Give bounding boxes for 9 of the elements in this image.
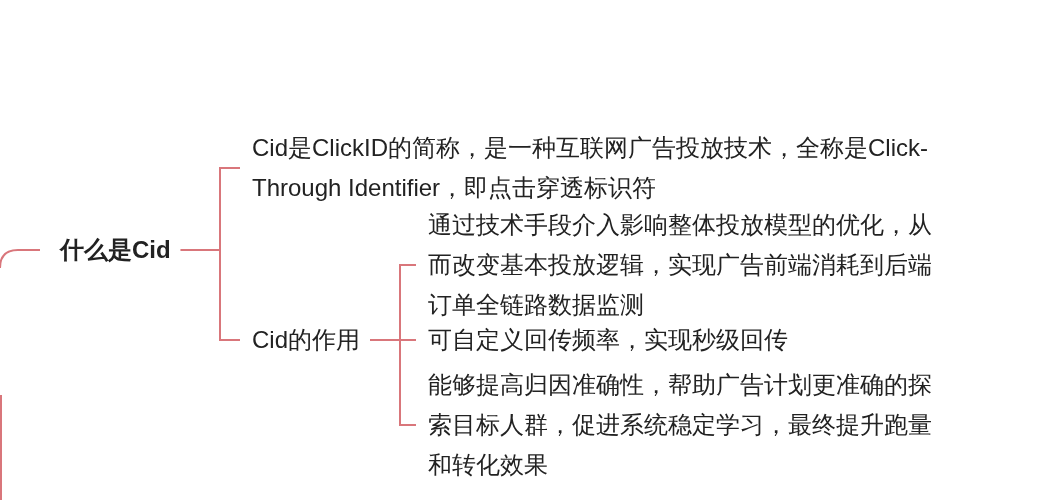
topic-text: Cid的作用 <box>252 325 361 355</box>
branch-line <box>0 249 41 269</box>
topic-text: 通过技术手段介入影响整体投放模型的优化，从而改变基本投放逻辑，实现广告前端消耗到后端订单全链路数据监测 <box>428 210 933 320</box>
branch-line <box>179 249 241 341</box>
topic-text: 什么是Cid <box>60 235 172 265</box>
topic-text: 能够提高归因准确性，帮助广告计划更准确的探索目标人群，促进系统稳定学习，最终提升跑量和转化效果 <box>428 370 933 480</box>
topic-text: Cid是ClickID的简称，是一种互联网广告投放技术，全称是Click-Through Identifier，即点击穿透标识符 <box>252 133 929 203</box>
topic-text: 可自定义回传频率，实现秒级回传 <box>428 325 789 355</box>
branch-line <box>369 339 417 426</box>
